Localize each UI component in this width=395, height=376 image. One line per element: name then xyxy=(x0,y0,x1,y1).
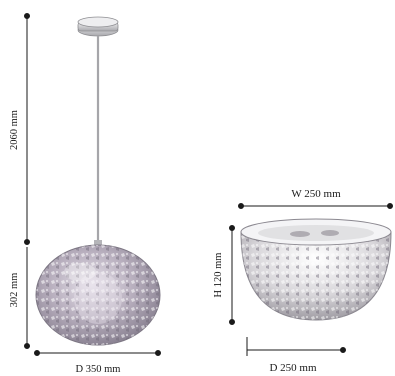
flush-diameter-label: D 250 mm xyxy=(269,362,317,374)
crystal-globe-shade xyxy=(35,244,161,346)
ceiling-plate xyxy=(240,218,392,246)
flush-width-label: W 250 mm xyxy=(291,188,341,200)
pendant-diameter-label: D 350 mm xyxy=(76,364,121,375)
flush-mount-lamp xyxy=(240,218,392,321)
flush-height-label: H 120 mm xyxy=(213,253,224,298)
pendant-lamp xyxy=(35,16,161,346)
crystal-bowl xyxy=(240,231,392,321)
rod-connector xyxy=(94,240,102,246)
ceiling-canopy xyxy=(77,16,119,37)
pendant-dimensions xyxy=(24,13,161,356)
flush-dimensions xyxy=(229,203,393,356)
shade-height-label: 302 mm xyxy=(9,273,20,308)
total-height-label: 2060 mm xyxy=(9,110,20,150)
